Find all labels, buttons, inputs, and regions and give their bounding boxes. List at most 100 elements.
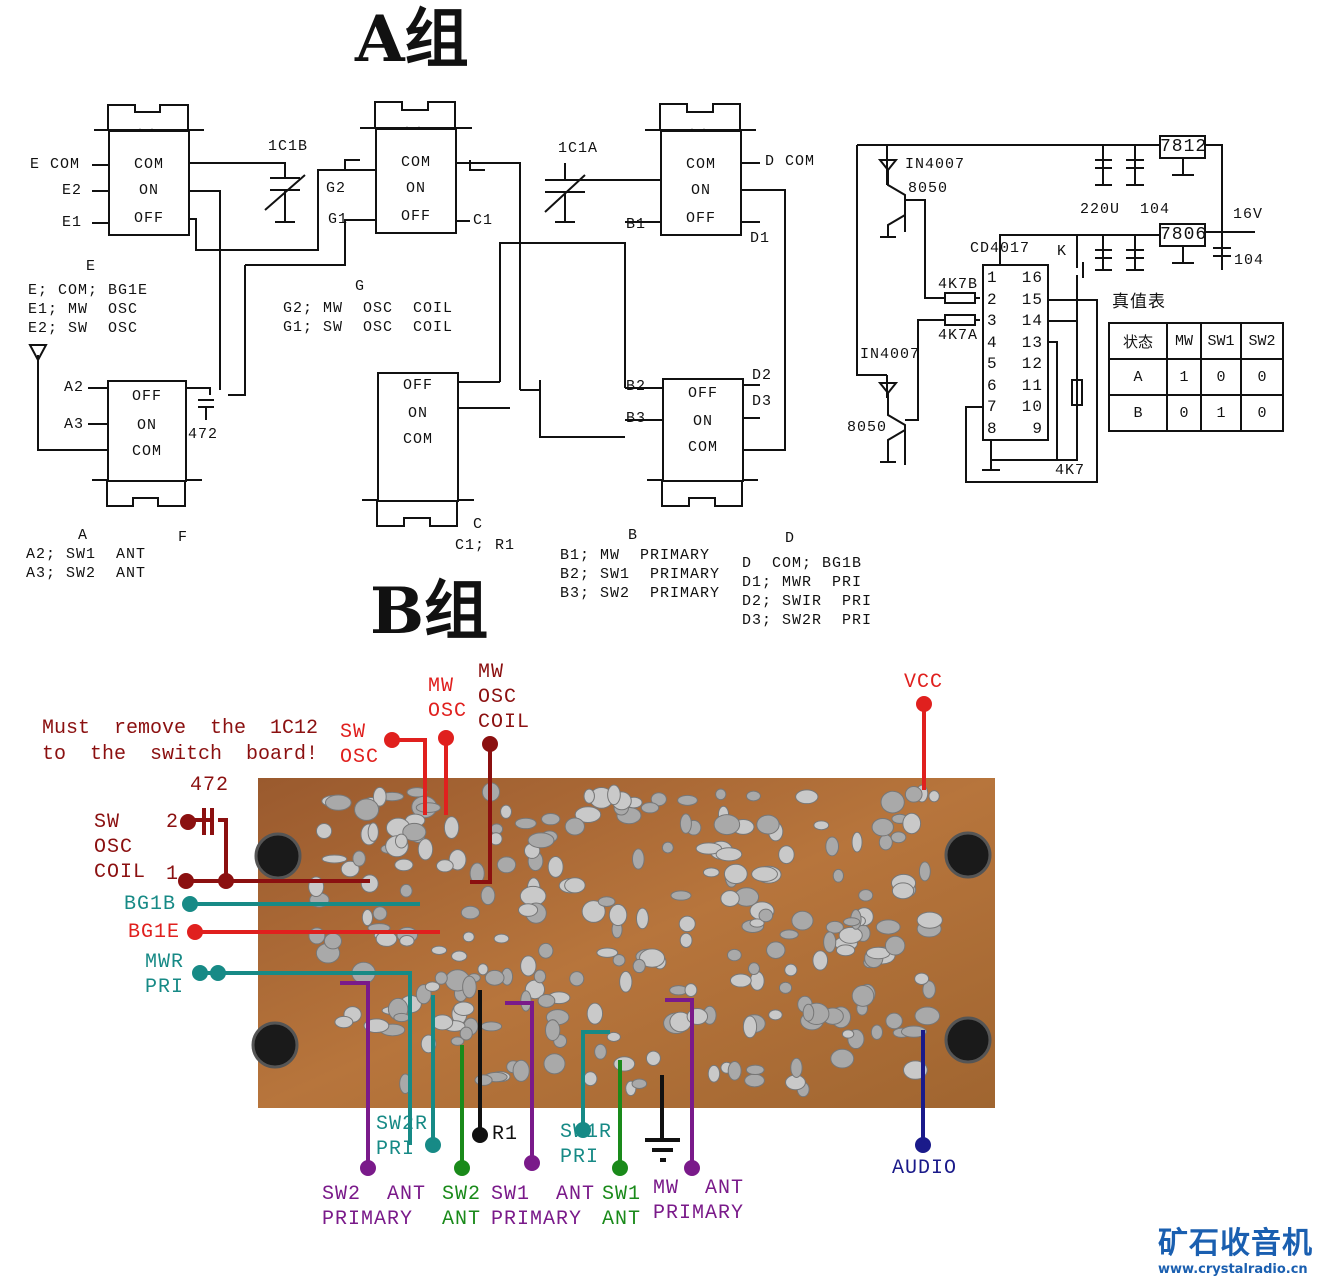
ic-pin-right: 14 [1021, 312, 1043, 330]
solder-blob [677, 794, 698, 806]
solder-blob [880, 790, 905, 814]
solder-blob [372, 786, 387, 807]
legend-line: C1; R1 [455, 537, 516, 554]
table-cell: 1 [1166, 358, 1202, 396]
variable-capacitor-1c1b [264, 174, 306, 223]
solder-blob [500, 804, 513, 819]
legend-title: F [178, 529, 189, 546]
solder-blob [779, 929, 799, 940]
label-line: OSC [94, 836, 134, 859]
solder-blob [745, 1064, 765, 1076]
label-line: PRIMARY [653, 1202, 745, 1225]
solder-blob [766, 941, 786, 959]
label-bg1e: BG1E [128, 921, 181, 944]
solder-blob [564, 877, 586, 894]
label-line: MW ANT [653, 1177, 745, 1200]
ic-pin-right: 11 [1021, 376, 1043, 395]
solder-blob [928, 790, 940, 803]
solder-blob [851, 831, 863, 853]
label-audio: AUDIO [892, 1157, 958, 1180]
solder-blob [581, 900, 606, 923]
table-cell: 1 [1200, 394, 1242, 432]
solder-blob [843, 917, 861, 927]
solder-blob [758, 908, 774, 923]
solder-blob [372, 906, 388, 921]
solder-blob [545, 1019, 561, 1042]
switch-row: ON [138, 182, 159, 199]
solder-blob [749, 918, 765, 928]
solder-blob [586, 1002, 604, 1025]
ic-pin-left: 5 [987, 355, 998, 373]
switch-row: OFF [685, 210, 716, 227]
legend-title: A [78, 527, 89, 544]
solder-blob [596, 947, 619, 958]
solder-blob [462, 931, 475, 943]
solder-blob [751, 866, 778, 882]
solder-blob [851, 985, 875, 1007]
warning-line: to the switch board! [42, 743, 319, 766]
solder-blob [538, 942, 554, 959]
table-cell: 0 [1166, 394, 1202, 432]
switch-row: COM [133, 156, 164, 173]
solder-blob [477, 963, 489, 976]
solder-blob [679, 813, 692, 834]
solder-blob [904, 786, 923, 803]
solder-blob [670, 890, 692, 901]
ic-pin-right: 15 [1021, 290, 1043, 309]
solder-blob [451, 950, 468, 962]
switch-k-label: K [1057, 243, 1068, 260]
label-line: ANT [442, 1208, 482, 1231]
solder-blob [884, 935, 906, 956]
solder-blob [747, 962, 761, 976]
solder-blob [543, 1053, 566, 1075]
solder-blob [514, 817, 537, 830]
legend-line: B2; SW1 PRIMARY [560, 566, 721, 583]
solder-blob [914, 1006, 941, 1026]
solder-blob [352, 850, 366, 867]
resistor-label: 4K7 [1055, 462, 1086, 479]
label-pin-2: 2 [166, 811, 180, 834]
switch-b: OFF ON COM [662, 378, 744, 482]
capacitor-label: 220U 104 [1080, 201, 1171, 218]
pin-label: A3 [64, 416, 85, 433]
solder-blob [650, 792, 667, 807]
solder-blob [684, 983, 698, 998]
ic-pin-right: 10 [1021, 398, 1043, 416]
pin-label: D1 [750, 230, 771, 247]
label-line: OSC [340, 746, 380, 769]
solder-blob [729, 973, 752, 988]
switch-row: ON [405, 180, 426, 197]
solder-blob [723, 863, 748, 885]
solder-blob [914, 972, 930, 985]
switch-row: COM [402, 431, 433, 448]
pin-label: E1 [62, 214, 83, 231]
ic-pin-right: 12 [1021, 355, 1043, 373]
solder-blob [619, 970, 633, 993]
ic-pin-left: 3 [987, 312, 998, 330]
solder-blob [533, 969, 547, 984]
solder-blob [547, 855, 564, 878]
solder-blob [823, 931, 837, 953]
label-line: ANT [602, 1208, 642, 1231]
legend-title: E [86, 258, 97, 275]
solder-blob [870, 1024, 883, 1040]
pin-label: E2 [62, 182, 83, 199]
solder-blob [645, 1050, 661, 1066]
switch-row: ON [407, 405, 428, 422]
solder-blob [480, 885, 496, 906]
solder-blob [841, 1029, 855, 1039]
solder-blob [399, 935, 415, 947]
solder-blob [394, 858, 414, 872]
solder-blob [594, 1043, 607, 1060]
label-line: SW1 [602, 1183, 642, 1206]
switch-row: OFF [687, 385, 718, 402]
label-line: SW2R [376, 1113, 429, 1136]
switch-row: COM [400, 154, 431, 171]
label-line: MWR [145, 951, 185, 974]
solder-blob [406, 787, 428, 798]
solder-blob [890, 831, 907, 844]
solder-blob [394, 833, 408, 849]
